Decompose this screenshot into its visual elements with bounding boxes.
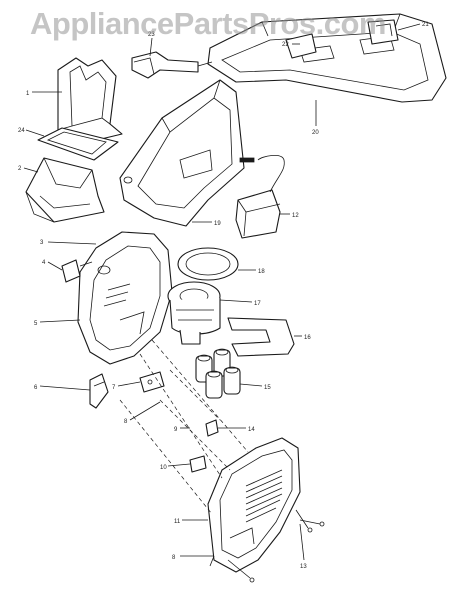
callout-12: 12 [292, 213, 299, 219]
callout-19: 19 [214, 221, 221, 227]
callout-23: 23 [148, 32, 155, 38]
callout-11: 11 [174, 519, 181, 525]
part-22-clip [285, 33, 317, 59]
leader-lines [23, 23, 421, 561]
part-21-clip [367, 19, 399, 45]
grille [245, 469, 283, 523]
part-14-contact [205, 419, 219, 437]
part-7-terminal [139, 371, 165, 393]
part-19-dust-cup [119, 79, 245, 227]
callout-labels: 21 22 23 20 1 24 2 19 12 3 4 18 5 17 16 … [18, 22, 429, 570]
callout-17: 17 [254, 301, 261, 307]
callout-15: 15 [264, 385, 271, 391]
part-12-charger [235, 155, 285, 239]
callout-20: 20 [312, 130, 319, 136]
callout-10: 10 [160, 465, 167, 471]
part-2-filter [25, 157, 105, 223]
callout-9: 9 [174, 427, 178, 433]
callout-24: 24 [18, 128, 25, 134]
part-10-plate [189, 455, 207, 473]
callout-13: 13 [300, 564, 307, 570]
part-11-front-housing [207, 437, 301, 573]
part-16-strap [227, 317, 295, 357]
part-6-switch [89, 373, 109, 409]
part-4-switch [61, 259, 93, 283]
watermark: AppliancePartsPros.com [30, 6, 386, 41]
callout-8-bottom: 8 [172, 555, 176, 561]
callout-1: 1 [26, 91, 30, 97]
assembly-guides [119, 339, 249, 515]
callout-16: 16 [304, 335, 311, 341]
part-24-gasket [37, 127, 119, 161]
part-17-motor [167, 281, 221, 345]
callout-3: 3 [40, 240, 44, 246]
part-3-rear-housing [77, 231, 173, 365]
callout-6: 6 [34, 385, 38, 391]
callout-2: 2 [18, 166, 22, 172]
callout-8: 8 [124, 419, 128, 425]
part-15-batteries [195, 348, 241, 399]
callout-4: 4 [42, 260, 46, 266]
part-18-seal-ring [177, 247, 239, 281]
callout-7: 7 [112, 385, 116, 391]
callout-22: 22 [282, 42, 289, 48]
callout-21: 21 [422, 22, 429, 28]
part-8-screws [149, 401, 255, 583]
part-23-flap [131, 51, 199, 79]
callout-14: 14 [248, 427, 255, 433]
callout-18: 18 [258, 269, 265, 275]
callout-5: 5 [34, 321, 38, 327]
part-13-screws [295, 509, 325, 533]
